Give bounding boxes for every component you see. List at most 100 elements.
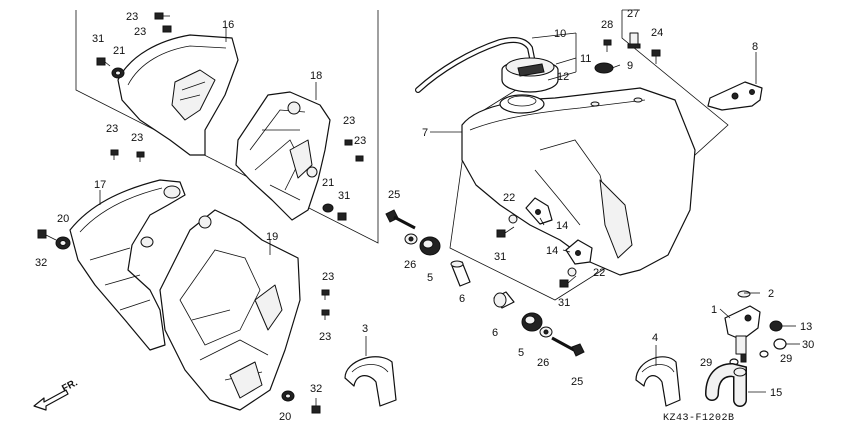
callout-23: 23 [354,135,366,147]
callout-25: 25 [388,189,400,201]
callout-2: 2 [768,288,774,300]
callout-22: 22 [593,267,605,279]
bracket-8 [707,81,763,111]
callout-22: 22 [503,192,515,204]
callout-13: 13 [800,321,812,333]
callout-31: 31 [494,251,506,263]
callout-30: 30 [802,339,814,351]
clip-29-right [759,350,769,358]
callout-23: 23 [322,271,334,283]
callout-20: 20 [57,213,69,225]
screw-27 [627,32,641,49]
callout-5: 5 [518,347,524,359]
callout-20: 20 [279,411,291,423]
bracket-14-upper [525,197,553,225]
callout-23: 23 [126,11,138,23]
fuel-tank-7 [461,87,696,276]
callout-29: 29 [700,357,712,369]
callout-labels: 23 23 16 31 21 18 23 23 23 23 21 31 17 2… [35,8,814,423]
callout-31: 31 [92,33,104,45]
callout-23: 23 [134,26,146,38]
screw-23-left1 [110,149,119,160]
callout-9: 9 [627,60,633,72]
group-outline-shrouds [75,10,379,244]
bolt-24 [651,49,661,64]
grommet-21-top [111,67,125,79]
leader-lines [99,28,800,393]
fuel-cap-11 [501,57,559,93]
callout-32: 32 [35,257,47,269]
diagram-code: KZ43-F1202B [663,413,735,424]
callout-12: 12 [557,71,569,83]
callout-31: 31 [558,297,570,309]
bolt-25-lower [551,336,585,357]
bolt-31-lower [559,275,577,288]
callout-7: 7 [422,127,428,139]
callout-1: 1 [711,304,717,316]
callout-10: 10 [554,28,566,40]
callout-6: 6 [459,293,465,305]
bolt-31-upper [496,226,515,238]
screw-23-mid2 [321,309,330,320]
callout-17: 17 [94,179,106,191]
callout-27: 27 [627,8,639,20]
rubber-mount-9 [594,62,614,74]
callout-23: 23 [343,115,355,127]
grommet-20-bottom [281,390,295,402]
callout-4: 4 [652,332,658,344]
o-ring-2 [737,290,751,298]
callout-28: 28 [601,19,613,31]
callout-8: 8 [752,41,758,53]
callout-26: 26 [404,259,416,271]
shroud-frame-17 [69,179,186,351]
washer-26-upper [404,233,418,245]
grommet-5-upper [419,236,441,256]
washer-26-lower [539,326,553,338]
callout-31: 31 [338,190,350,202]
callout-25: 25 [571,376,583,388]
callout-21: 21 [113,45,125,57]
bracket-14-lower [565,239,593,265]
callout-23: 23 [106,123,118,135]
grommet-5-lower [521,312,543,332]
callout-16: 16 [222,19,234,31]
callout-32: 32 [310,383,322,395]
bolt-31-right [337,212,347,221]
callout-26: 26 [537,357,549,369]
callout-14: 14 [556,220,568,232]
callout-24: 24 [651,27,663,39]
callout-21: 21 [322,177,334,189]
screw-23-right1 [344,139,353,146]
washer-13 [769,320,783,332]
screw-23-top2 [162,25,172,33]
bolt-31-top [96,57,111,67]
collar-6-lower [493,291,515,309]
fuel-valve-1 [724,305,761,363]
side-shroud-19 [159,209,301,411]
breather-tube-10 [415,37,535,93]
callout-11: 11 [580,53,591,65]
bolt-25-upper [385,209,416,230]
washer-22-lower [567,267,577,277]
bolt-32-bottom [311,398,321,414]
callout-3: 3 [362,323,368,335]
screw-28 [603,39,612,52]
collar-6-upper [450,260,471,287]
front-direction-label: FR. [60,377,80,394]
fuel-hose-15 [705,362,747,407]
rubber-strap-3 [344,356,397,407]
screw-23-mid1 [321,289,330,300]
rubber-strap-4 [635,356,681,407]
screw-23-right2 [355,155,364,162]
inner-shroud-16 [117,34,239,156]
callout-15: 15 [770,387,782,399]
grommet-21-right [322,203,334,213]
washer-22-upper [508,214,518,224]
callout-5: 5 [427,272,433,284]
callout-19: 19 [266,231,278,243]
callout-23: 23 [131,132,143,144]
callout-23: 23 [319,331,331,343]
screw-23-left2 [136,151,145,162]
bolt-32-left [37,229,57,241]
